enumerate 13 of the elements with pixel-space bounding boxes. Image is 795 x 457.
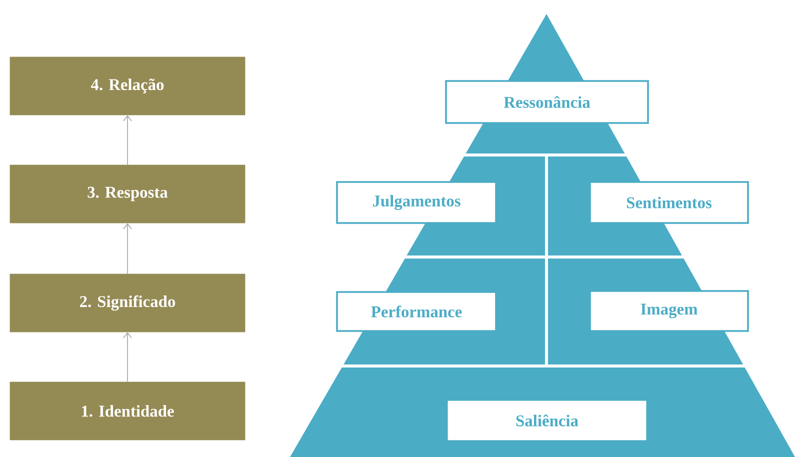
level-box: Saliência [448, 400, 646, 440]
arrow [123, 115, 132, 166]
level-box: Performance [336, 291, 497, 332]
step-box: 1. Identidade [10, 382, 246, 440]
arrow [123, 223, 132, 274]
step-box: 2. Significado [10, 274, 246, 332]
step-box: 4. Relação [10, 56, 246, 116]
level-box: Sentimentos [589, 181, 749, 224]
level-box: Imagem [589, 290, 749, 332]
step-box: 3. Resposta [10, 164, 246, 224]
arrow [123, 332, 132, 382]
level-box: Julgamentos [336, 181, 497, 224]
level-box: Ressonância [445, 80, 649, 124]
